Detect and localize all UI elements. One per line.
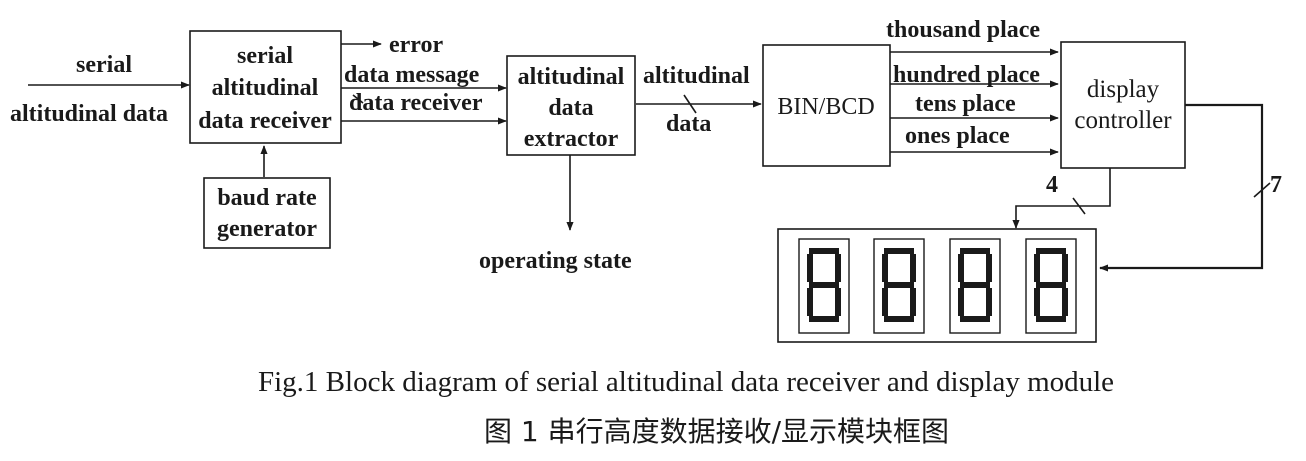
segment-c	[910, 288, 916, 316]
digit-select-bus	[1012, 168, 1111, 229]
segment-d	[960, 316, 990, 322]
caption-chinese: 图 1 串行高度数据接收/显示模块框图	[484, 415, 949, 448]
bin-bcd-label: BIN/BCD	[777, 94, 874, 120]
altitudinal-data-label-line1: altitudinal	[643, 63, 750, 89]
digit-cell	[798, 238, 850, 334]
segment-d	[1036, 316, 1066, 322]
altitudinal-data-label-line2: data	[666, 111, 711, 137]
segment-c	[986, 288, 992, 316]
controller-label-line2: controller	[1074, 107, 1172, 134]
ones-place-label: ones place	[905, 123, 1010, 149]
input-label-line2: altitudinal data	[10, 101, 168, 127]
segment-f	[882, 254, 888, 282]
receiver-label-line3: data receiver	[198, 108, 332, 134]
digit-select-slash	[1072, 197, 1086, 215]
error-label: error	[389, 32, 444, 58]
segment-slash	[1253, 182, 1271, 198]
segment-a	[960, 248, 990, 254]
segment-bus	[1099, 103, 1264, 272]
digit-group	[798, 238, 1077, 334]
receiver-label-line1: serial	[237, 43, 293, 69]
caption-english: Fig.1 Block diagram of serial altitudina…	[258, 366, 1114, 398]
segment-f	[958, 254, 964, 282]
segment-f	[807, 254, 813, 282]
segment-g	[809, 282, 839, 288]
bin-bcd-block: BIN/BCD	[762, 44, 891, 167]
digit-select-width-label: 4	[1046, 172, 1058, 198]
segment-f	[1034, 254, 1040, 282]
segment-b	[910, 254, 916, 282]
segment-d	[884, 316, 914, 322]
segment-width-label: 7	[1270, 172, 1282, 198]
segment-d	[809, 316, 839, 322]
seven-segment-display	[777, 228, 1097, 343]
digit-cell	[873, 238, 925, 334]
segment-a	[809, 248, 839, 254]
segment-g	[960, 282, 990, 288]
segment-b	[1062, 254, 1068, 282]
data-message-label: data message	[344, 62, 480, 88]
input-label-line1: serial	[76, 52, 132, 78]
segment-b	[986, 254, 992, 282]
data-receiver-label: data receiver	[349, 90, 483, 116]
segment-e	[958, 288, 964, 316]
receiver-block: serial altitudinal data receiver	[189, 30, 342, 144]
segment-c	[1062, 288, 1068, 316]
extractor-label-line3: extractor	[524, 126, 619, 152]
segment-g	[1036, 282, 1066, 288]
operating-state-label: operating state	[479, 248, 632, 274]
altitudinal-data-slash	[683, 94, 697, 114]
digit-cell	[949, 238, 1001, 334]
extractor-block: altitudinal data extractor	[506, 55, 636, 156]
extractor-label-line1: altitudinal	[518, 64, 625, 90]
segment-e	[1034, 288, 1040, 316]
baud-label-line2: generator	[217, 216, 317, 242]
baud-rate-block: baud rate generator	[203, 177, 331, 249]
controller-label-line1: display	[1087, 76, 1160, 103]
segment-a	[884, 248, 914, 254]
segment-g	[884, 282, 914, 288]
segment-b	[835, 254, 841, 282]
tens-place-label: tens place	[915, 91, 1016, 117]
extractor-label-line2: data	[548, 95, 593, 121]
bus-slash	[352, 94, 364, 104]
segment-a	[1036, 248, 1066, 254]
segment-e	[807, 288, 813, 316]
digit-cell	[1025, 238, 1077, 334]
receiver-label-line2: altitudinal	[212, 75, 319, 101]
display-controller-block: display controller	[1060, 41, 1186, 169]
segment-c	[835, 288, 841, 316]
segment-e	[882, 288, 888, 316]
baud-label-line1: baud rate	[217, 185, 317, 211]
thousand-place-label: thousand place	[886, 17, 1040, 43]
